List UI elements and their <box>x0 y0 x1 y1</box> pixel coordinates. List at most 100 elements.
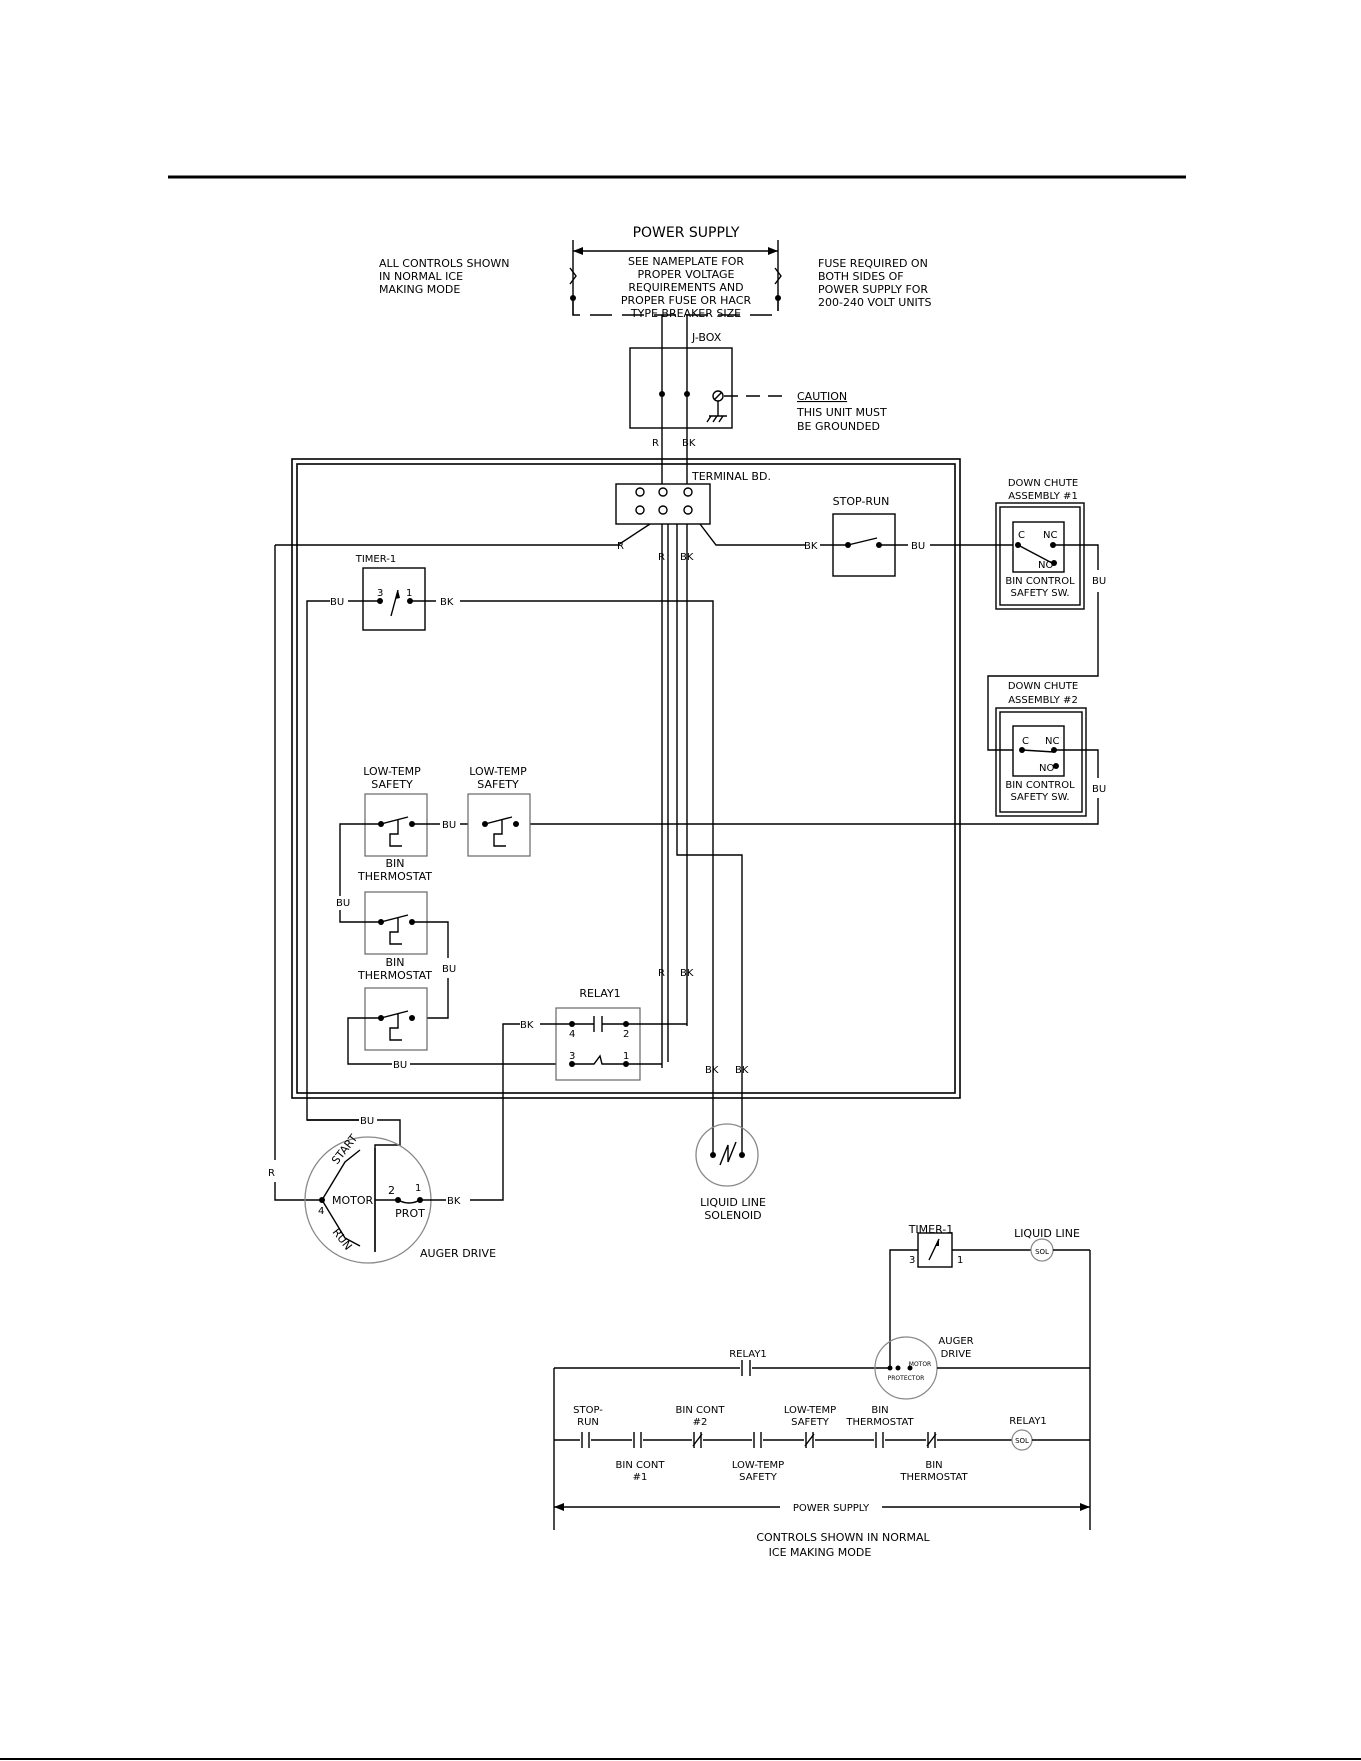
caution-line-2: BE GROUNDED <box>797 420 880 433</box>
down-chute-label-2: DOWN CHUTE <box>1008 681 1078 692</box>
wire-bk-sol-2: BK <box>735 1065 749 1076</box>
note-fuse-4: 200-240 VOLT UNITS <box>818 296 932 309</box>
bin-thermostat2-label-1: BIN <box>385 956 404 969</box>
ladder-lts1-safety: SAFETY <box>739 1472 778 1483</box>
ladder-protector-label: PROTECTOR <box>888 1375 925 1382</box>
wire-bu-stop: BU <box>911 541 925 552</box>
motor-run-label: RUN <box>330 1226 355 1253</box>
nc-label-2: NC <box>1045 736 1059 747</box>
bin-thermostat2-label-2: THERMOSTAT <box>357 969 432 982</box>
relay1-pin1: 1 <box>623 1051 629 1062</box>
motor-pin4: 4 <box>318 1206 324 1217</box>
relay1-pin3: 3 <box>569 1051 575 1062</box>
ps-line-4: PROPER FUSE OR HACR <box>621 294 752 307</box>
ladder-footer-1: CONTROLS SHOWN IN NORMAL <box>756 1531 930 1544</box>
bin-thermostat-1: BIN THERMOSTAT <box>357 857 432 955</box>
ladder-footer-2: ICE MAKING MODE <box>769 1546 872 1559</box>
ladder-bt1-thermo: THERMOSTAT <box>845 1417 914 1428</box>
stop-run-switch: STOP-RUN <box>820 495 908 577</box>
ladder-bt2-label: BIN <box>925 1460 942 1471</box>
low-temp-safety-2: LOW-TEMP SAFETY <box>467 765 531 857</box>
wire-bk-auger: BK <box>447 1196 461 1207</box>
ladder-lts1-label: LOW-TEMP <box>732 1460 784 1471</box>
low-temp-safety-1: LOW-TEMP SAFETY <box>363 765 428 857</box>
nc-label-1: NC <box>1043 530 1057 541</box>
ladder-bin-cont1-label: BIN CONT <box>616 1460 666 1471</box>
stop-run-label: STOP-RUN <box>833 495 890 508</box>
note-fuse-1: FUSE REQUIRED ON <box>818 257 928 270</box>
c-label-2: C <box>1022 736 1029 747</box>
relay1-pin4: 4 <box>569 1029 575 1040</box>
down-chute-label-1: DOWN CHUTE <box>1008 478 1078 489</box>
ladder-motor-label: MOTOR <box>909 1361 931 1368</box>
wire-r-1: R <box>617 541 624 552</box>
wire-bk-timer: BK <box>440 597 454 608</box>
ladder-bin-cont2-label: BIN CONT <box>676 1405 726 1416</box>
down-chute-assembly-2: DOWN CHUTE ASSEMBLY #2 C NC NO BIN CONTR… <box>995 681 1087 817</box>
ps-line-3: REQUIREMENTS AND <box>628 281 743 294</box>
power-supply-block: POWER SUPPLY SEE NAMEPLATE FOR PROPER VO… <box>569 225 782 320</box>
note-fuse-3: POWER SUPPLY FOR <box>818 283 928 296</box>
note-controls-3: MAKING MODE <box>379 283 460 296</box>
solenoid-label: SOLENOID <box>704 1209 761 1222</box>
timer1-pin3: 3 <box>377 588 383 599</box>
ladder-lts2-safety: SAFETY <box>791 1417 830 1428</box>
ladder-sol-1: SOL <box>1035 1248 1049 1256</box>
assembly1-label: ASSEMBLY #1 <box>1008 491 1078 502</box>
wire-bk-2: BK <box>680 552 694 563</box>
wire-bu-bt1: BU <box>336 898 350 909</box>
wire-r-relay: R <box>658 968 665 979</box>
relay-1: RELAY1 4 2 3 1 <box>555 987 641 1081</box>
bin-thermostat1-label-2: THERMOSTAT <box>357 870 432 883</box>
ladder-run-label: RUN <box>577 1417 599 1428</box>
ladder-bt2-thermo: THERMOSTAT <box>899 1472 968 1483</box>
relay1-label: RELAY1 <box>579 987 620 1000</box>
wire-r-2: R <box>658 552 665 563</box>
wire-bk-relay: BK <box>520 1020 534 1031</box>
note-controls-2: IN NORMAL ICE <box>379 270 463 283</box>
ladder-timer-pin3: 3 <box>909 1255 915 1266</box>
no-label-2: NO <box>1039 763 1054 774</box>
timer1-pin1: 1 <box>406 588 412 599</box>
ladder-stop-label: STOP- <box>573 1405 603 1416</box>
control-box-outer <box>291 458 961 1099</box>
timer1-label: TIMER-1 <box>355 554 397 565</box>
wire-r-left: R <box>268 1168 275 1179</box>
motor-label: MOTOR <box>332 1194 374 1207</box>
wire-bu-chute1: BU <box>1092 576 1106 587</box>
ladder-relay1-coil-label: RELAY1 <box>1009 1416 1047 1427</box>
bin-control-label-1: BIN CONTROL <box>1005 576 1075 587</box>
wire-bk-sol-1: BK <box>705 1065 719 1076</box>
wire-bk-jbox: BK <box>682 438 696 449</box>
caution-title: CAUTION <box>797 390 847 403</box>
j-box-label: J-BOX <box>691 331 722 344</box>
safety-sw-label-1: SAFETY SW. <box>1010 588 1069 599</box>
c-label-1: C <box>1018 530 1025 541</box>
low-temp-safety1-label-2: SAFETY <box>371 778 413 791</box>
bin-control-label-2: BIN CONTROL <box>1005 780 1075 791</box>
ladder-liquid-line-label: LIQUID LINE <box>1014 1227 1080 1240</box>
motor-pin1: 1 <box>415 1183 421 1194</box>
relay1-pin2: 2 <box>623 1029 629 1040</box>
ladder-diagram: TIMER-1 3 1 SOL LIQUID LINE RELAY1 PROTE… <box>553 1223 1091 1559</box>
wire-bu-timer: BU <box>330 597 344 608</box>
low-temp-safety2-label-1: LOW-TEMP <box>469 765 527 778</box>
wire-bu-bt2: BU <box>442 964 456 975</box>
ladder-bin-cont1-num: #1 <box>633 1472 648 1483</box>
control-box-inner <box>296 463 956 1094</box>
down-chute-assembly-1: DOWN CHUTE ASSEMBLY #1 C NC NO BIN CONTR… <box>995 478 1085 610</box>
wire-r-jbox: R <box>652 438 659 449</box>
safety-sw-label-2: SAFETY SW. <box>1010 792 1069 803</box>
j-box: J-BOX CAUTION THIS UNIT MUST BE GROUNDED… <box>629 315 887 450</box>
ladder-bin-cont2-num: #2 <box>693 1417 708 1428</box>
wire-bk-relay2: BK <box>680 968 694 979</box>
prot-label: PROT <box>395 1207 425 1220</box>
timer-1: TIMER-1 3 1 <box>348 554 436 631</box>
wire-bu-bt3: BU <box>393 1060 407 1071</box>
assembly2-label: ASSEMBLY #2 <box>1008 695 1078 706</box>
ps-line-5: TYPE BREAKER SIZE <box>630 307 741 320</box>
notes: ALL CONTROLS SHOWN IN NORMAL ICE MAKING … <box>379 257 932 309</box>
ps-line-1: SEE NAMEPLATE FOR <box>628 255 744 268</box>
ladder-bt1-label: BIN <box>871 1405 888 1416</box>
